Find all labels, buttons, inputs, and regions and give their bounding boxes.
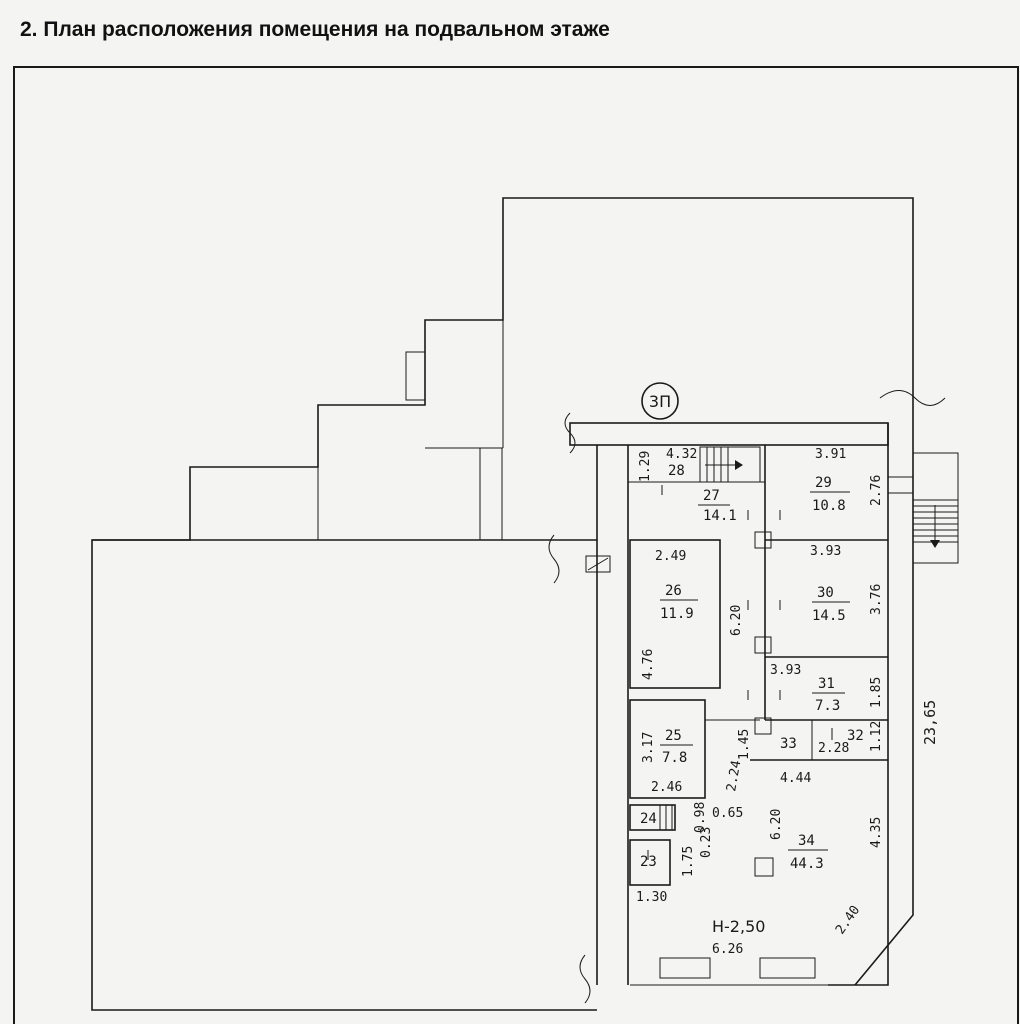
dim-3-76: 3.76: [869, 584, 884, 615]
room-34-number: 34: [798, 833, 815, 849]
stair-24-treads: [659, 805, 673, 830]
room-24-outline: [629, 804, 676, 831]
room-23-number: 23: [640, 854, 657, 870]
room-25-number: 25: [665, 728, 682, 744]
room-26-number: 26: [665, 583, 682, 599]
room-23-outline: [629, 839, 671, 886]
break-mark-bottom-left: [579, 954, 591, 1004]
dim-0-98: 0.98: [693, 802, 708, 833]
column-2: [754, 636, 772, 654]
room-32-number: 32: [847, 728, 864, 744]
vent-box: [585, 555, 611, 573]
room-labels: 28 27 14.1 29 10.8 26 11.9 30 14.5 31 7.…: [640, 463, 864, 872]
room-27-number: 27: [703, 488, 720, 504]
dim-3-93b: 3.93: [770, 663, 801, 678]
dim-1-30: 1.30: [636, 890, 667, 905]
room-28-number: 28: [668, 463, 685, 479]
dim-1-45: 1.45: [737, 729, 752, 760]
dimension-ticks: [647, 485, 833, 860]
dim-2-40: 2.40: [833, 903, 863, 937]
room-31-number: 31: [818, 676, 835, 692]
dim-4-35: 4.35: [869, 817, 884, 848]
dim-1-75: 1.75: [681, 846, 696, 877]
window-1: [659, 957, 711, 979]
dim-2-24: 2.24: [724, 759, 744, 793]
room-25-area: 7.8: [662, 750, 687, 766]
dim-1-12: 1.12: [869, 721, 884, 752]
stair-28: [699, 446, 761, 483]
break-mark-left-mid: [548, 534, 560, 584]
height-note: H-2,50: [712, 917, 765, 936]
room-31-area: 7.3: [815, 698, 840, 714]
dim-6-20a: 6.20: [729, 605, 744, 636]
corridor-wall-top: [569, 422, 889, 446]
dim-3-93a: 3.93: [810, 544, 841, 559]
dim-2-46: 2.46: [651, 780, 682, 795]
dimension-labels: 4.32 3.91 2.49 3.93 3.93 2.28 4.44 2.46 …: [636, 447, 939, 957]
external-stair: [912, 452, 959, 564]
bay-cut: [479, 447, 503, 541]
room-29-area: 10.8: [812, 498, 846, 514]
dim-4-32: 4.32: [666, 447, 697, 462]
room-29-number: 29: [815, 475, 832, 491]
page-title: 2. План расположения помещения на подвал…: [20, 18, 610, 41]
axis-marker-circle: [641, 382, 679, 420]
right-outer-wall-outer: [854, 398, 914, 986]
axis-marker-label: 3П: [649, 392, 671, 411]
room-26-outline: [629, 539, 721, 689]
room-30-number: 30: [817, 585, 834, 601]
room-30-area: 14.5: [812, 608, 846, 624]
dim-6-26: 6.26: [712, 942, 743, 957]
column-1: [754, 531, 772, 549]
dim-0-65: 0.65: [712, 806, 743, 821]
dim-3-17: 3.17: [641, 732, 656, 763]
dim-2-76: 2.76: [869, 475, 884, 506]
stair-arrow-head: [930, 540, 940, 548]
column-3: [754, 717, 772, 735]
vent-box-diag: [587, 557, 609, 571]
dim-0-23: 0.23: [699, 827, 714, 858]
room-27-area: 14.1: [703, 508, 737, 524]
dim-6-20b: 6.20: [769, 809, 784, 840]
building-outline: [91, 539, 598, 1011]
room-26-area: 11.9: [660, 606, 694, 622]
dim-4-76: 4.76: [641, 649, 656, 680]
dim-2-28: 2.28: [818, 741, 849, 756]
right-outer-wall: [828, 423, 889, 986]
window-2: [759, 957, 816, 979]
break-mark-left: [564, 412, 576, 454]
dim-4-44: 4.44: [780, 771, 811, 786]
building-outline-step: [189, 467, 319, 541]
dim-23-65: 23,65: [921, 700, 939, 745]
dim-3-91: 3.91: [815, 447, 846, 462]
room-33-number: 33: [780, 736, 797, 752]
room-25-outline: [629, 699, 706, 799]
drawing-frame: [13, 66, 1019, 1024]
room-34-area: 44.3: [790, 856, 824, 872]
stair-28-arrow-head: [735, 460, 743, 470]
dim-2-49: 2.49: [655, 549, 686, 564]
small-bay: [405, 351, 426, 401]
column-4: [754, 857, 774, 877]
dim-1-85: 1.85: [869, 677, 884, 708]
room-24-number: 24: [640, 811, 657, 827]
dim-1-29: 1.29: [638, 451, 653, 482]
break-mark-top-right: [879, 390, 946, 406]
